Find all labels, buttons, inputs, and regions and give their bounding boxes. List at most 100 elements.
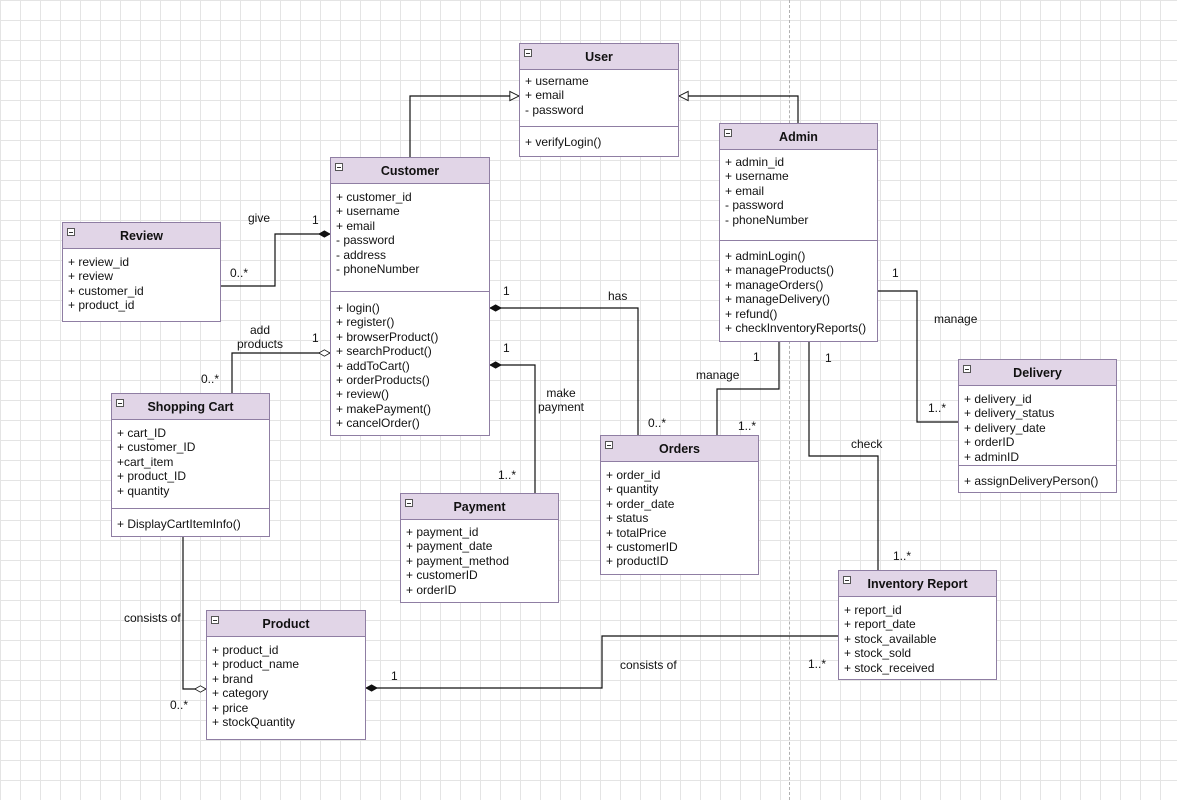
label-has: has xyxy=(608,289,628,303)
class-orders[interactable]: Orders + order_id + quantity + order_dat… xyxy=(600,435,759,575)
attributes-compartment: + product_id + product_name + brand + ca… xyxy=(207,637,365,734)
edge-admin-user[interactable] xyxy=(679,96,799,123)
attribute: - password xyxy=(525,102,584,117)
class-payment[interactable]: Payment + payment_id + payment_date + pa… xyxy=(400,493,559,603)
label-manage-orders: manage xyxy=(696,368,740,382)
collapse-icon[interactable] xyxy=(605,441,613,449)
attribute: + customerID xyxy=(406,568,478,583)
edge-customer-user[interactable] xyxy=(409,96,519,157)
method: + orderProducts() xyxy=(336,373,430,388)
multiplicity-consists-of-inventory: 1..* xyxy=(808,657,827,671)
attribute: - phoneNumber xyxy=(725,212,809,227)
attribute: + stock_sold xyxy=(844,646,912,661)
collapse-icon[interactable] xyxy=(335,163,343,171)
edge-has[interactable] xyxy=(489,304,639,435)
label-consists-of-cart: consists of xyxy=(124,611,181,625)
methods-compartment: + adminLogin() + manageProducts() + mana… xyxy=(720,240,877,340)
attribute: - phoneNumber xyxy=(336,262,420,277)
method: + cancelOrder() xyxy=(336,416,420,431)
attributes-compartment: + delivery_id + delivery_status + delive… xyxy=(959,386,1116,465)
attributes-compartment: + customer_id + username + email - passw… xyxy=(331,184,489,291)
attribute: + quantity xyxy=(606,482,659,497)
collapse-icon[interactable] xyxy=(843,576,851,584)
method: + review() xyxy=(336,387,390,402)
attribute: + payment_date xyxy=(406,539,493,554)
class-name: User xyxy=(585,50,613,64)
attribute: + admin_id xyxy=(725,155,785,169)
attribute: + customer_ID xyxy=(117,440,196,455)
label-make-payment: make payment xyxy=(537,386,585,414)
collapse-icon[interactable] xyxy=(211,616,219,624)
multiplicity-give-customer: 1 xyxy=(312,213,319,227)
edge-consists-of-cart[interactable] xyxy=(182,537,207,693)
attribute: + customerID xyxy=(606,540,678,555)
multiplicity-pay-payment: 1..* xyxy=(498,468,517,482)
edge-check[interactable] xyxy=(808,342,879,570)
collapse-icon[interactable] xyxy=(524,49,532,57)
collapse-icon[interactable] xyxy=(67,228,75,236)
class-shopping-cart[interactable]: Shopping Cart + cart_ID + customer_ID +c… xyxy=(111,393,270,537)
attribute: + review_id xyxy=(68,255,130,269)
attribute: + customer_id xyxy=(336,190,412,204)
class-name: Review xyxy=(119,229,164,243)
class-name: Payment xyxy=(453,500,506,514)
attribute: + status xyxy=(606,511,649,526)
attribute: + price xyxy=(212,700,249,715)
attribute: + stock_received xyxy=(844,660,935,675)
class-user[interactable]: User + username + email - password + ver… xyxy=(519,43,679,157)
attribute: + productID xyxy=(606,554,669,569)
edge-manage-delivery[interactable] xyxy=(878,290,958,423)
attribute: - password xyxy=(336,233,395,248)
class-name: Delivery xyxy=(1013,366,1062,380)
method: + manageDelivery() xyxy=(725,292,831,307)
class-delivery[interactable]: Delivery + delivery_id + delivery_status… xyxy=(958,359,1117,493)
attributes-compartment: + review_id + review + customer_id + pro… xyxy=(63,249,220,318)
edge-consists-of-inventory[interactable] xyxy=(365,635,838,692)
method: + refund() xyxy=(725,306,778,321)
class-name: Customer xyxy=(380,164,440,178)
attributes-compartment: + admin_id + username + email - password… xyxy=(720,150,877,240)
class-customer[interactable]: Customer + customer_id + username + emai… xyxy=(330,157,490,436)
method: + adminLogin() xyxy=(725,249,806,263)
attribute: + product_id xyxy=(212,643,279,657)
attribute: + cart_ID xyxy=(117,426,167,440)
attributes-compartment: + order_id + quantity + order_date + sta… xyxy=(601,462,758,574)
attribute: + quantity xyxy=(117,483,170,498)
class-name: Admin xyxy=(779,130,818,144)
edge-make-payment[interactable] xyxy=(489,361,536,493)
method: + manageProducts() xyxy=(725,263,835,278)
edge-add-products[interactable] xyxy=(231,349,331,393)
multiplicity-check-inventory: 1..* xyxy=(893,549,912,563)
method: + checkInventoryReports() xyxy=(725,321,867,336)
class-review[interactable]: Review + review_id + review + customer_i… xyxy=(62,222,221,322)
label-give: give xyxy=(248,211,271,225)
attributes-compartment: + payment_id + payment_date + payment_me… xyxy=(401,520,558,602)
multiplicity-consists-of-cart: 0..* xyxy=(170,698,189,712)
attributes-compartment: + username + email - password xyxy=(520,70,678,126)
class-admin[interactable]: Admin + admin_id + username + email - pa… xyxy=(719,123,878,342)
attribute: + product_id xyxy=(68,298,135,313)
attribute: + order_date xyxy=(606,496,675,511)
class-inventory-report[interactable]: Inventory Report + report_id + report_da… xyxy=(838,570,997,680)
methods-compartment: + DisplayCartItemInfo() xyxy=(112,508,269,536)
class-product[interactable]: Product + product_id + product_name + br… xyxy=(206,610,366,740)
attribute: + order_id xyxy=(606,468,661,482)
multiplicity-check-admin: 1 xyxy=(825,351,832,365)
collapse-icon[interactable] xyxy=(405,499,413,507)
method: + makePayment() xyxy=(336,401,432,416)
attribute: + totalPrice xyxy=(606,525,667,540)
attribute: + orderID xyxy=(964,435,1015,450)
collapse-icon[interactable] xyxy=(724,129,732,137)
method: + searchProduct() xyxy=(336,344,432,359)
multiplicity-has-orders: 0..* xyxy=(648,416,667,430)
multiplicity-has-customer: 1 xyxy=(503,284,510,298)
attribute: + customer_id xyxy=(68,283,144,298)
collapse-icon[interactable] xyxy=(116,399,124,407)
edge-manage-orders[interactable] xyxy=(716,342,780,435)
class-name: Product xyxy=(262,617,310,631)
attribute: + username xyxy=(336,204,400,219)
collapse-icon[interactable] xyxy=(963,365,971,373)
edge-give[interactable] xyxy=(221,230,331,287)
